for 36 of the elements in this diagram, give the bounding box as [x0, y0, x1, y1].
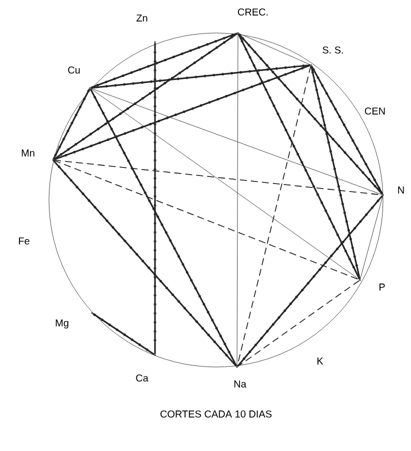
connecting-line [53, 32, 238, 160]
element-label: Cu [68, 66, 80, 74]
element-label: P [379, 284, 385, 290]
element-label: Ca [136, 374, 148, 382]
caption: CORTES CADA 10 DIAS [160, 410, 272, 418]
connecting-line [90, 88, 382, 195]
connecting-line [238, 33, 383, 195]
element-label: CEN [364, 107, 385, 115]
connecting-line [52, 88, 90, 160]
connecting-line [236, 66, 312, 366]
connecting-line [54, 64, 310, 160]
element-label: Zn [136, 14, 148, 22]
connecting-line [237, 280, 360, 367]
element-label: Mn [22, 150, 34, 156]
connecting-line [310, 66, 361, 280]
connecting-line [360, 196, 383, 280]
element-label: Fe [18, 238, 30, 244]
connecting-line [90, 64, 310, 89]
connecting-line [53, 160, 237, 367]
connecting-line [53, 160, 360, 280]
connecting-line [90, 88, 360, 280]
connecting-line [90, 88, 238, 366]
connecting-line [237, 195, 383, 367]
connecting-line [236, 34, 238, 366]
connecting-line [92, 312, 155, 356]
element-label: Mg [56, 320, 68, 328]
element-label: N [398, 186, 404, 194]
element-label: S. S. [322, 46, 343, 54]
element-label: K [317, 358, 324, 364]
connecting-line [310, 66, 384, 195]
element-label: CREC. [238, 8, 268, 16]
connecting-line [90, 32, 238, 88]
connecting-line [238, 34, 360, 280]
element-label: Na [234, 380, 246, 388]
connecting-line [154, 43, 156, 354]
connecting-line [238, 33, 310, 65]
